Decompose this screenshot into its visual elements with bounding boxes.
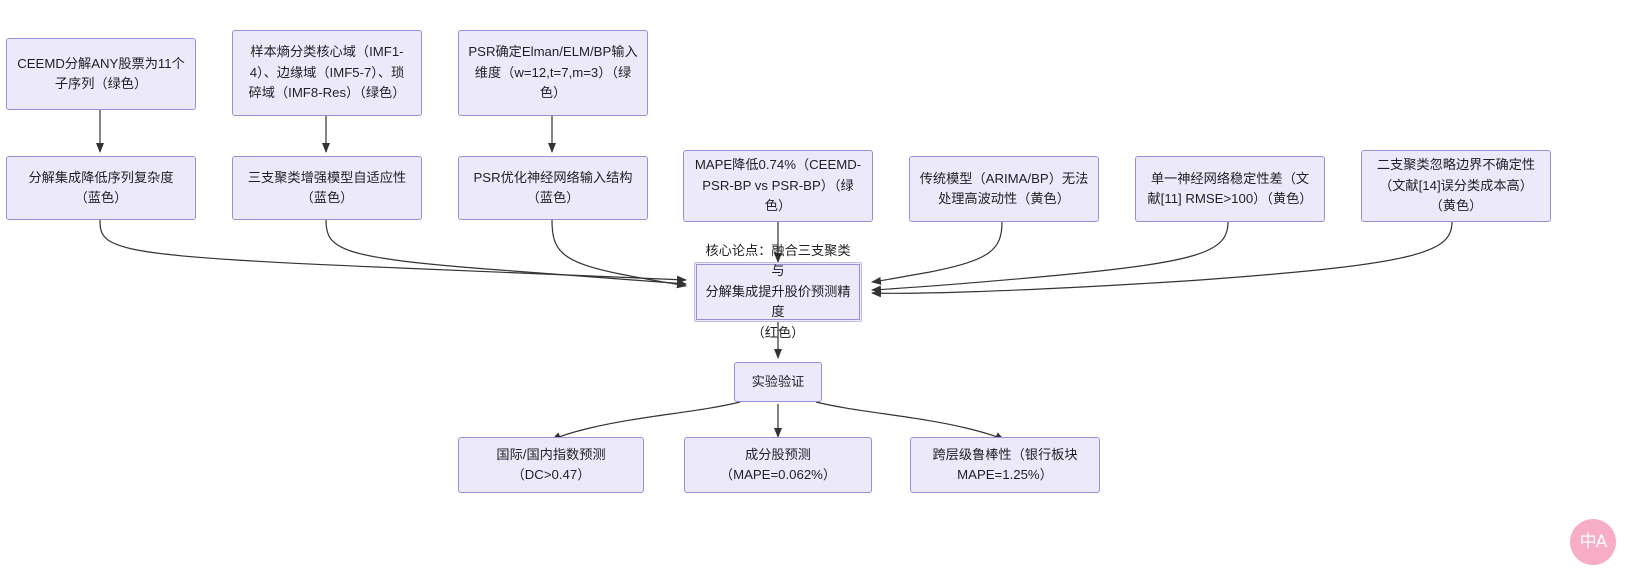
edge-n8-core — [871, 221, 1003, 285]
node-experimental-verification[interactable]: 实验验证 — [734, 362, 822, 402]
node-label: 核心论点：融合三支聚类与 分解集成提升股价预测精度 （红色） — [705, 242, 851, 340]
node-psr-input-dimension[interactable]: PSR确定Elman/ELM/BP输入 维度（w=12,t=7,m=3）（绿 色… — [458, 30, 648, 116]
edge-n4-core — [99, 219, 687, 284]
node-label: MAPE降低0.74%（CEEMD- PSR-BP vs PSR-BP）（绿 色… — [694, 157, 862, 214]
node-label: 跨层级鲁棒性（银行板块 MAPE=1.25%） — [932, 446, 1078, 482]
node-label: 样本熵分类核心域（IMF1- 4）、边缘域（IMF5-7）、琐 碎域（IMF8-… — [248, 44, 406, 101]
node-three-way-clustering-adaptivity[interactable]: 三支聚类增强模型自适应性 （蓝色） — [232, 156, 422, 220]
node-label: 单一神经网络稳定性差（文 献[11] RMSE>100）（黄色） — [1147, 170, 1313, 206]
node-label: PSR优化神经网络输入结构 （蓝色） — [473, 169, 633, 205]
node-label: 实验验证 — [751, 373, 805, 389]
node-sample-entropy-domains[interactable]: 样本熵分类核心域（IMF1- 4）、边缘域（IMF5-7）、琐 碎域（IMF8-… — [232, 30, 422, 116]
node-decomposition-reduces-complexity[interactable]: 分解集成降低序列复杂度 （蓝色） — [6, 156, 196, 220]
node-core-thesis[interactable]: 核心论点：融合三支聚类与 分解集成提升股价预测精度 （红色） — [694, 243, 862, 340]
node-constituent-stock-prediction[interactable]: 成分股预测 （MAPE=0.062%） — [684, 437, 872, 493]
watermark-badge: 中A — [1570, 519, 1616, 565]
node-label: 传统模型（ARIMA/BP）无法 处理高波动性（黄色） — [919, 170, 1089, 206]
edge-n5-core — [325, 219, 687, 288]
node-cross-level-robustness[interactable]: 跨层级鲁棒性（银行板块 MAPE=1.25%） — [910, 437, 1100, 493]
node-label: PSR确定Elman/ELM/BP输入 维度（w=12,t=7,m=3）（绿 色… — [468, 44, 638, 101]
node-label: 二支聚类忽略边界不确定性 （文献[14]误分类成本高） （黄色） — [1376, 157, 1536, 214]
watermark-text: 中A — [1579, 532, 1608, 552]
node-psr-optimizes-nn-input[interactable]: PSR优化神经网络输入结构 （蓝色） — [458, 156, 648, 220]
node-label: 分解集成降低序列复杂度 （蓝色） — [28, 169, 174, 205]
node-label: 三支聚类增强模型自适应性 （蓝色） — [247, 169, 407, 205]
node-ceemd-decomposition[interactable]: CEEMD分解ANY股票为11个 子序列（绿色） — [6, 38, 196, 110]
edge-n6-core — [551, 219, 687, 289]
edge-verify-n15 — [815, 401, 1005, 441]
node-two-way-clustering-boundary[interactable]: 二支聚类忽略边界不确定性 （文献[14]误分类成本高） （黄色） — [1361, 150, 1551, 222]
edge-n9-core — [871, 221, 1229, 294]
node-label: 国际/国内指数预测 （DC>0.47） — [496, 446, 606, 482]
edge-verify-n13 — [551, 401, 741, 441]
node-label: CEEMD分解ANY股票为11个 子序列（绿色） — [17, 55, 185, 91]
node-label: 成分股预测 （MAPE=0.062%） — [719, 446, 837, 482]
edge-n10-core — [871, 221, 1453, 298]
node-index-prediction[interactable]: 国际/国内指数预测 （DC>0.47） — [458, 437, 644, 493]
node-mape-reduction[interactable]: MAPE降低0.74%（CEEMD- PSR-BP vs PSR-BP）（绿 色… — [683, 150, 873, 222]
node-traditional-models-limitation[interactable]: 传统模型（ARIMA/BP）无法 处理高波动性（黄色） — [909, 156, 1099, 222]
node-single-nn-instability[interactable]: 单一神经网络稳定性差（文 献[11] RMSE>100）（黄色） — [1135, 156, 1325, 222]
